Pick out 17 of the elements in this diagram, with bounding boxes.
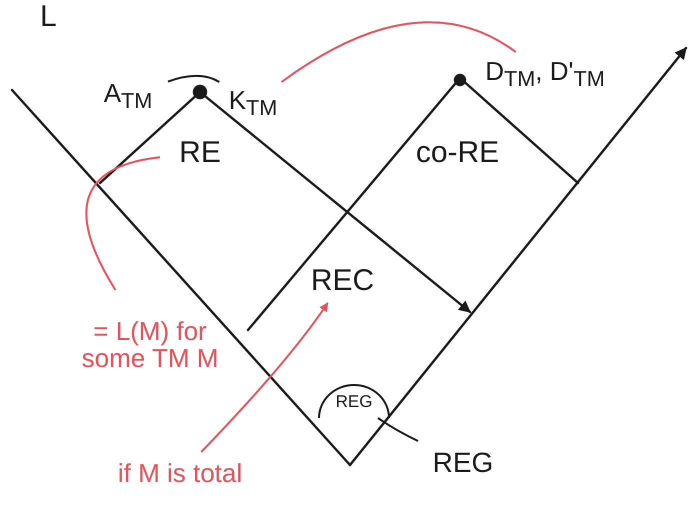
region-label: RE — [179, 137, 221, 169]
region-label: REC — [310, 264, 374, 296]
math-label: D$_{TM}$, D'$_{TM}$ — [485, 58, 605, 90]
math-label: REG — [432, 448, 494, 478]
math-label: L — [40, 0, 57, 34]
oval-region — [318, 384, 390, 418]
handwritten-note: = L(M) for some TM M — [80, 318, 220, 372]
connector-line — [86, 156, 160, 290]
connector-line — [377, 417, 418, 442]
math-label: K$_{TM}$ — [228, 86, 278, 120]
connector-line — [280, 21, 516, 83]
arrow — [200, 302, 328, 453]
connector-line — [168, 74, 220, 83]
region-label: REG — [336, 393, 372, 411]
math-label: A$_{TM}$ — [104, 80, 152, 112]
handwritten-note: if M is total — [118, 460, 242, 488]
region-label: co-RE — [416, 136, 500, 168]
